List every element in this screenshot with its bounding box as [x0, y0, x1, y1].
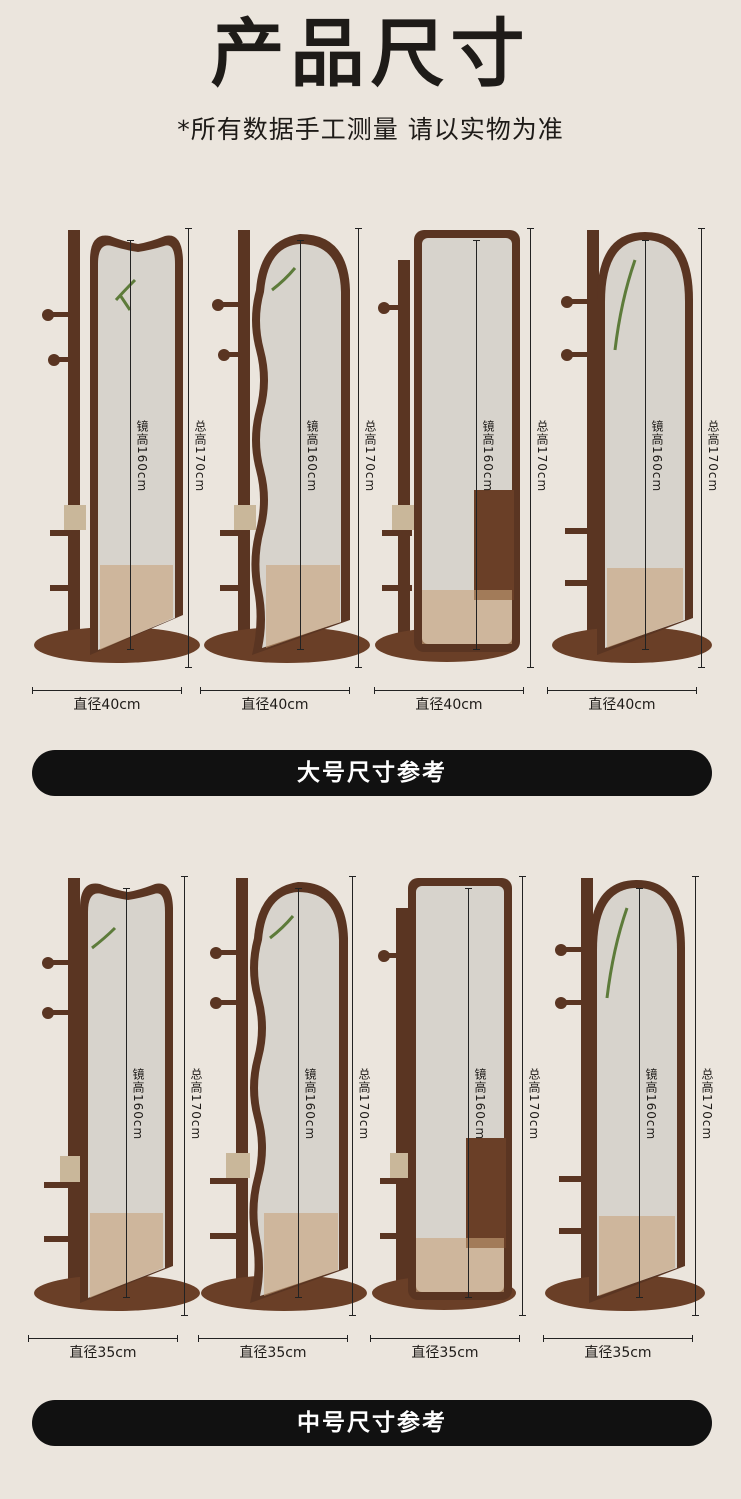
total-height-label: 总高170cm — [535, 420, 549, 493]
diameter-label: 直径40cm — [73, 697, 141, 713]
diameter-line — [198, 1335, 348, 1342]
total-height-label: 总高170cm — [193, 420, 207, 493]
size-banner-medium: 中号尺寸参考 — [32, 1400, 712, 1446]
size-section-medium: 镜高160cm 总高170cm 直径35cm 镜高160cm 总高170cm 直… — [0, 868, 741, 1458]
total-height-line — [527, 228, 534, 668]
total-height-label: 总高170cm — [357, 1068, 371, 1141]
mirror-height-line — [127, 240, 134, 650]
total-height-line — [519, 876, 526, 1316]
arch-mirror-illustration — [552, 230, 712, 663]
diameter-line — [547, 687, 697, 694]
total-height-line — [355, 228, 362, 668]
diameter-line — [28, 1335, 178, 1342]
product-bear-mirror: 镜高160cm 总高170cm 直径40cm — [20, 220, 207, 720]
diameter-label: 直径35cm — [239, 1345, 307, 1361]
mirror-height-line — [295, 888, 302, 1298]
total-height-label: 总高170cm — [706, 420, 720, 493]
measurement-note: *所有数据手工测量 请以实物为准 — [177, 115, 564, 144]
diameter-label: 直径40cm — [415, 697, 483, 713]
diameter-label: 直径35cm — [411, 1345, 479, 1361]
product-bear-mirror: 镜高160cm 总高170cm 直径35cm — [20, 868, 205, 1368]
mirror-height-label: 镜高160cm — [481, 420, 495, 493]
size-section-large: 镜高160cm 总高170cm 直径40cm 镜高160cm 总高170cm 直… — [0, 220, 741, 810]
diameter-line — [543, 1335, 693, 1342]
total-height-line — [185, 228, 192, 668]
size-banner-large: 大号尺寸参考 — [32, 750, 712, 796]
total-height-line — [692, 876, 699, 1316]
mirror-height-label: 镜高160cm — [131, 1068, 145, 1141]
diameter-label: 直径35cm — [69, 1345, 137, 1361]
diameter-label: 直径40cm — [588, 697, 656, 713]
mirror-height-label: 镜高160cm — [644, 1068, 658, 1141]
product-rectangle-mirror: 镜高160cm 总高170cm 直径40cm — [362, 220, 549, 720]
mirror-height-label: 镜高160cm — [305, 420, 319, 493]
total-height-label: 总高170cm — [189, 1068, 203, 1141]
mirror-height-label: 镜高160cm — [650, 420, 664, 493]
page-title: 产品尺寸 — [210, 11, 531, 97]
total-height-line — [349, 876, 356, 1316]
rectangle-mirror-illustration — [372, 878, 516, 1310]
wavy-mirror-illustration — [201, 878, 367, 1311]
arch-mirror-illustration — [545, 878, 705, 1311]
mirror-height-line — [297, 240, 304, 650]
diameter-label: 直径35cm — [584, 1345, 652, 1361]
total-height-label: 总高170cm — [700, 1068, 714, 1141]
rectangle-mirror-illustration — [375, 230, 520, 662]
product-wavy-mirror: 镜高160cm 总高170cm 直径35cm — [190, 868, 375, 1368]
mirror-height-line — [123, 888, 130, 1298]
mirror-height-line — [473, 240, 480, 650]
bear-mirror-illustration — [34, 230, 200, 663]
total-height-label: 总高170cm — [527, 1068, 541, 1141]
product-arch-mirror: 镜高160cm 总高170cm 直径40cm — [535, 220, 720, 720]
diameter-line — [374, 687, 524, 694]
mirror-height-label: 镜高160cm — [303, 1068, 317, 1141]
mirror-height-line — [636, 888, 643, 1298]
diameter-line — [370, 1335, 520, 1342]
product-arch-mirror: 镜高160cm 总高170cm 直径35cm — [535, 868, 720, 1368]
total-height-line — [698, 228, 705, 668]
bear-mirror-illustration — [34, 878, 200, 1311]
total-height-label: 总高170cm — [363, 420, 377, 493]
product-rectangle-mirror: 镜高160cm 总高170cm 直径35cm — [362, 868, 547, 1368]
mirror-height-label: 镜高160cm — [473, 1068, 487, 1141]
wavy-mirror-illustration — [204, 230, 370, 663]
mirror-height-line — [465, 888, 472, 1298]
mirror-height-label: 镜高160cm — [135, 420, 149, 493]
total-height-line — [181, 876, 188, 1316]
diameter-line — [200, 687, 350, 694]
mirror-height-line — [642, 240, 649, 650]
product-wavy-mirror: 镜高160cm 总高170cm 直径40cm — [190, 220, 377, 720]
diameter-line — [32, 687, 182, 694]
diameter-label: 直径40cm — [241, 697, 309, 713]
